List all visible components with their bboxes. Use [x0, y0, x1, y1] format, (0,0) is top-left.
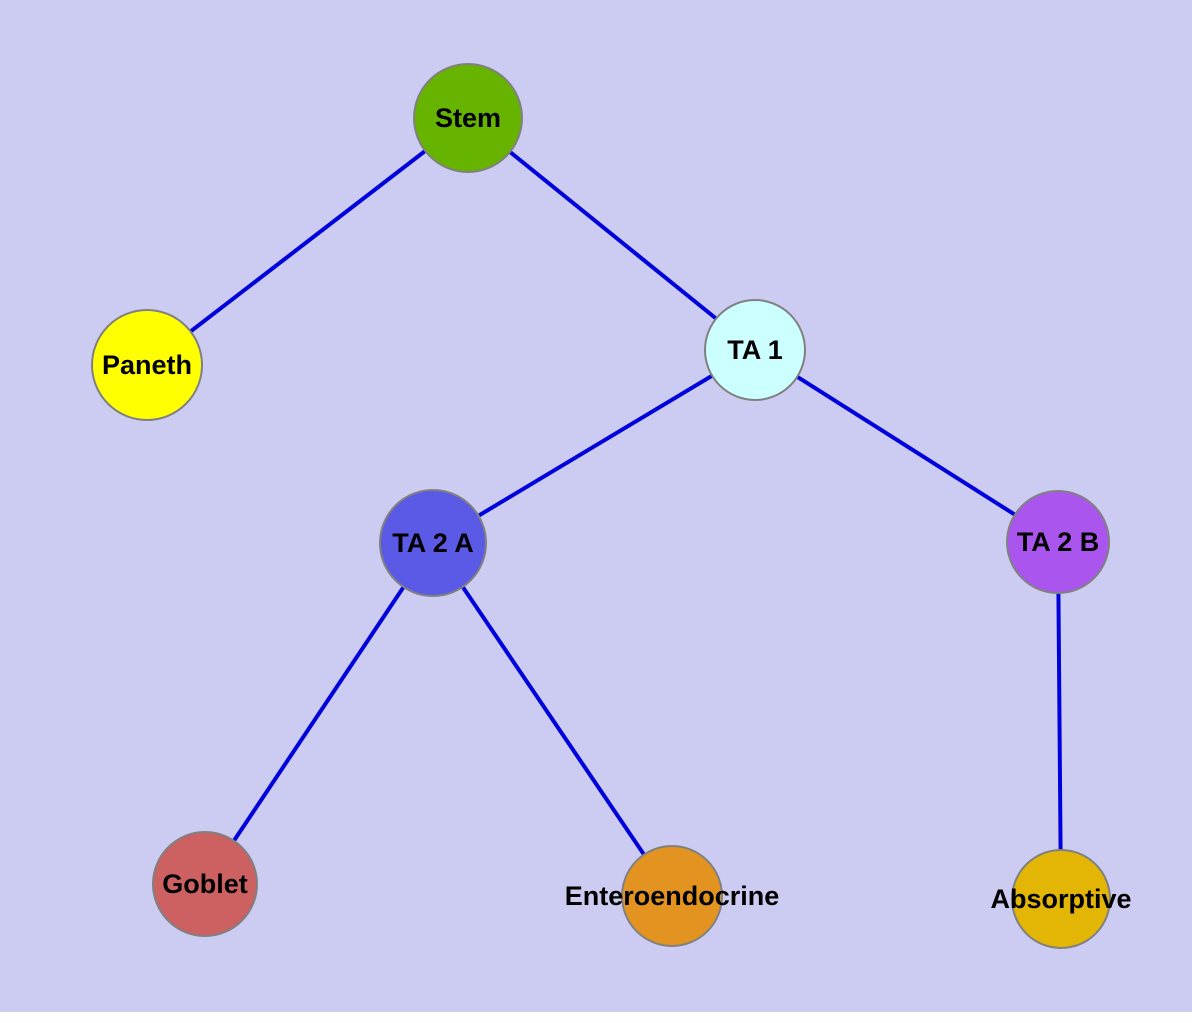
node-ta1[interactable]: TA 1 — [704, 299, 806, 401]
node-circle-goblet[interactable] — [152, 831, 258, 937]
node-circle-stem[interactable] — [413, 63, 523, 173]
node-circle-ta2b[interactable] — [1006, 490, 1110, 594]
edge-stem-ta1[interactable] — [466, 116, 757, 352]
node-circle-paneth[interactable] — [91, 309, 203, 421]
edge-ta1-ta2a[interactable] — [431, 348, 757, 545]
node-circle-ta1[interactable] — [704, 299, 806, 401]
node-circle-ta2a[interactable] — [379, 489, 487, 597]
edge-stem-paneth[interactable] — [145, 116, 470, 367]
node-circle-enteroendocrine[interactable] — [621, 845, 723, 947]
node-ta2a[interactable]: TA 2 A — [379, 489, 487, 597]
edge-ta2a-enteroendocrine[interactable] — [431, 541, 674, 898]
node-stem[interactable]: Stem — [413, 63, 523, 173]
node-paneth[interactable]: Paneth — [91, 309, 203, 421]
edge-ta1-ta2b[interactable] — [753, 348, 1060, 544]
node-circle-absorptive[interactable] — [1011, 849, 1111, 949]
edge-ta2a-goblet[interactable] — [203, 541, 435, 886]
node-goblet[interactable]: Goblet — [152, 831, 258, 937]
node-absorptive[interactable]: Absorptive — [990, 849, 1132, 949]
edge-ta2b-absorptive[interactable] — [1056, 541, 1063, 900]
node-ta2b[interactable]: TA 2 B — [1006, 490, 1110, 594]
node-enteroendocrine[interactable]: Enteroendocrine — [565, 845, 780, 947]
